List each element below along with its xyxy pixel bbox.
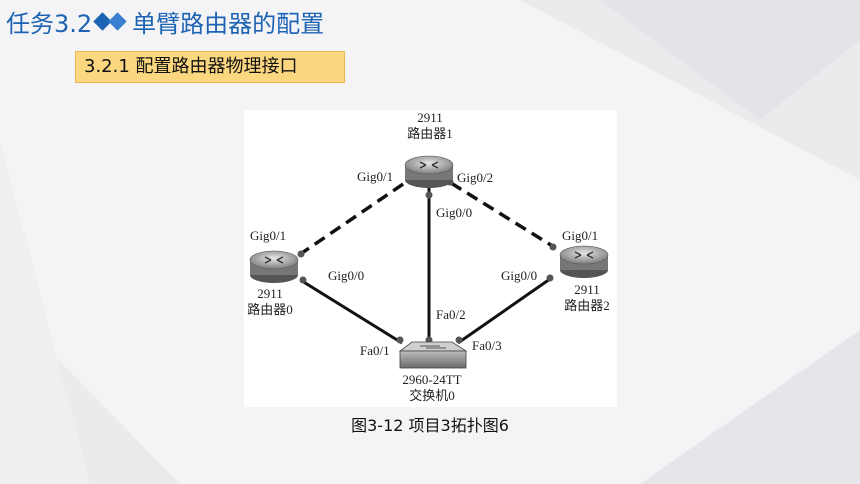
router0-port-up: Gig0/1 — [250, 228, 286, 243]
switch-name: 交换机0 — [409, 388, 455, 403]
router2-port-down: Gig0/0 — [501, 268, 537, 283]
topology-diagram: 2911 路由器1 Gig0/1 Gig0/2 Gig0/0 Gig0/1 Gi… — [247, 110, 610, 403]
switch-port-up: Fa0/2 — [436, 307, 466, 322]
router-2 — [559, 245, 609, 278]
page-title: 任务3.2 单臂路由器的配置 — [6, 4, 324, 38]
diamond-icon — [93, 11, 127, 31]
port-dot — [455, 336, 463, 344]
router2-port-up: Gig0/1 — [562, 228, 598, 243]
router1-port-down: Gig0/0 — [436, 205, 472, 220]
section-label: 3.2.1 配置路由器物理接口 — [75, 51, 345, 83]
router1-name: 路由器1 — [407, 126, 453, 141]
switch-port-left: Fa0/1 — [360, 343, 390, 358]
router1-port-right: Gig0/2 — [457, 170, 493, 185]
port-dot — [425, 191, 433, 199]
router-0 — [249, 250, 299, 283]
link-r0-sw — [301, 279, 403, 345]
router0-name: 路由器0 — [247, 302, 293, 317]
router-1 — [404, 155, 454, 188]
link-r1-r2-dashed — [450, 181, 555, 249]
router1-model: 2911 — [417, 110, 443, 125]
title-prefix: 任务3.2 — [6, 9, 93, 38]
port-dot — [546, 274, 554, 282]
switch-port-right: Fa0/3 — [472, 338, 502, 353]
title-text: 单臂路由器的配置 — [132, 9, 325, 38]
port-dot — [299, 276, 307, 284]
switch-0 — [398, 341, 468, 369]
router0-model: 2911 — [257, 286, 283, 301]
figure-caption: 图3-12 项目3拓扑图6 — [351, 416, 509, 435]
link-r0-r1-dashed — [298, 178, 410, 257]
link-r2-sw — [457, 277, 551, 345]
router1-port-left: Gig0/1 — [357, 169, 393, 184]
port-dot — [297, 250, 305, 258]
port-dot — [396, 336, 404, 344]
switch-model: 2960-24TT — [402, 372, 461, 387]
topology-figure: 2911 路由器1 Gig0/1 Gig0/2 Gig0/0 Gig0/1 Gi… — [244, 110, 617, 407]
router2-name: 路由器2 — [564, 298, 610, 313]
router2-model: 2911 — [574, 282, 600, 297]
router0-port-down: Gig0/0 — [328, 268, 364, 283]
port-dot — [549, 243, 557, 251]
